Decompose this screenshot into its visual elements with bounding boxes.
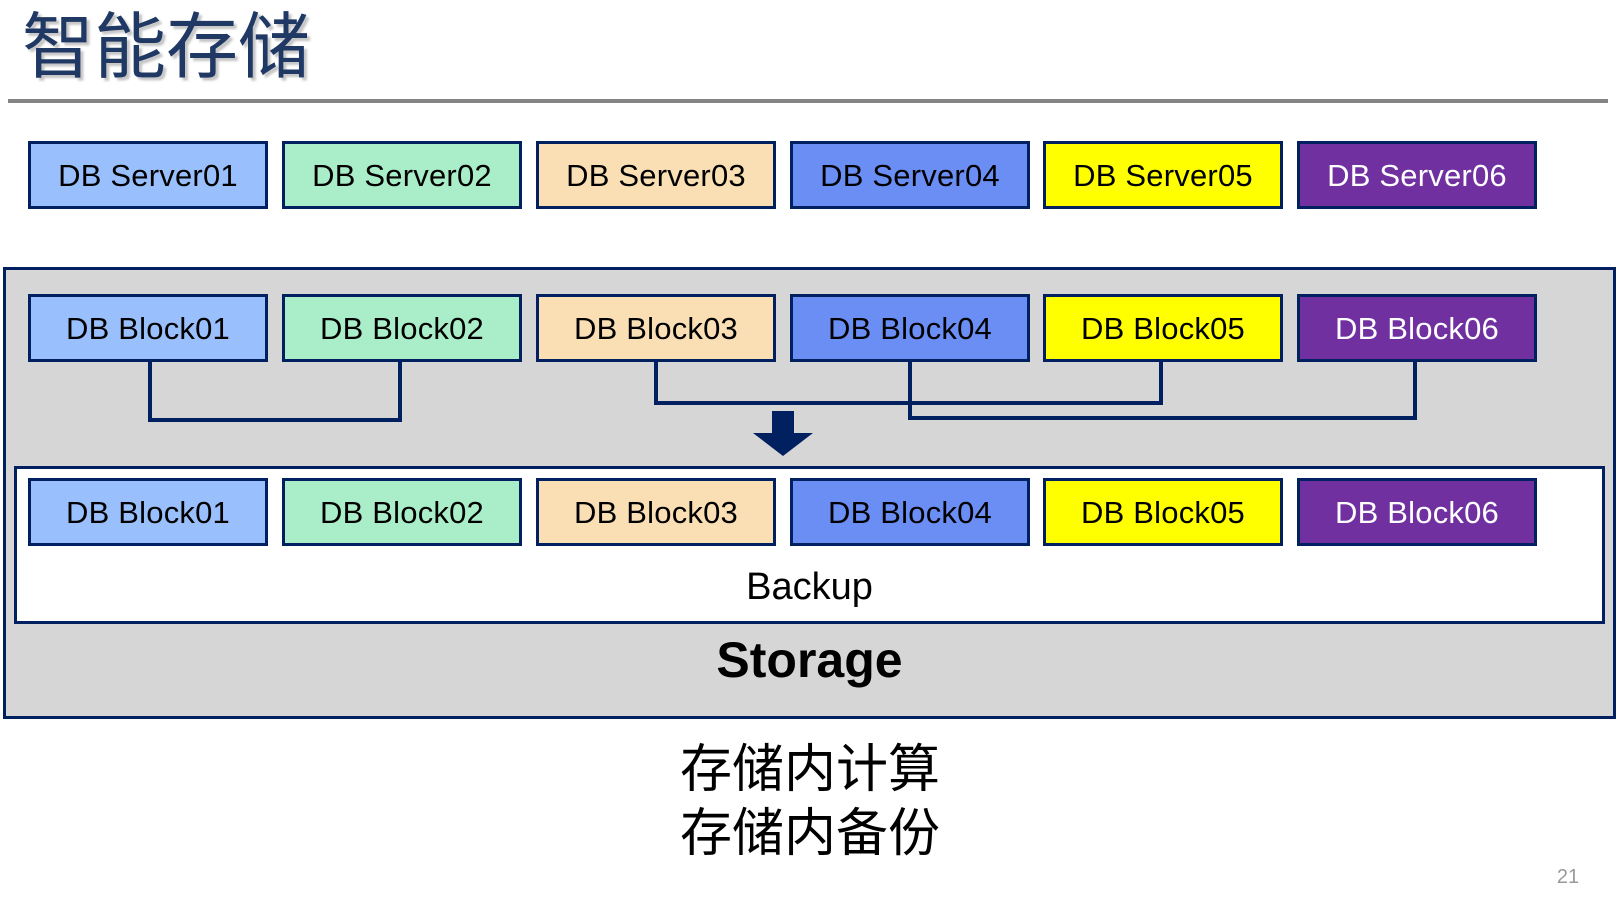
- db-server-node-4[interactable]: DB Server04: [790, 141, 1030, 209]
- db-server-node-3[interactable]: DB Server03: [536, 141, 776, 209]
- caption-line-1: 存储内计算: [679, 741, 940, 799]
- backup-flow-arrow: [752, 411, 814, 457]
- page-number: 21: [1556, 866, 1580, 888]
- db-block-primary-node-6[interactable]: DB Block06: [1297, 294, 1537, 362]
- db-block-primary-node-2[interactable]: DB Block02: [282, 294, 522, 362]
- db-block-backup-node-3[interactable]: DB Block03: [536, 478, 776, 546]
- db-server-node-6[interactable]: DB Server06: [1297, 141, 1537, 209]
- db-server-node-2[interactable]: DB Server02: [282, 141, 522, 209]
- connector-block04-block06: [908, 362, 1417, 420]
- backup-label: Backup: [746, 566, 873, 608]
- db-block-backup-node-4[interactable]: DB Block04: [790, 478, 1030, 546]
- db-block-primary-node-3[interactable]: DB Block03: [536, 294, 776, 362]
- db-block-backup-node-5[interactable]: DB Block05: [1043, 478, 1283, 546]
- title-divider: [8, 99, 1608, 103]
- page-title: 智能存储: [22, 8, 311, 88]
- connector-block01-block02: [148, 362, 402, 422]
- db-block-primary-node-5[interactable]: DB Block05: [1043, 294, 1283, 362]
- caption-line-2: 存储内备份: [679, 805, 940, 863]
- caption-block: 存储内计算存储内备份: [0, 738, 1620, 866]
- db-block-backup-node-1[interactable]: DB Block01: [28, 478, 268, 546]
- db-block-primary-node-4[interactable]: DB Block04: [790, 294, 1030, 362]
- db-server-node-1[interactable]: DB Server01: [28, 141, 268, 209]
- storage-label: Storage: [716, 632, 903, 688]
- db-block-backup-node-6[interactable]: DB Block06: [1297, 478, 1537, 546]
- db-server-node-5[interactable]: DB Server05: [1043, 141, 1283, 209]
- db-block-primary-node-1[interactable]: DB Block01: [28, 294, 268, 362]
- db-block-backup-node-2[interactable]: DB Block02: [282, 478, 522, 546]
